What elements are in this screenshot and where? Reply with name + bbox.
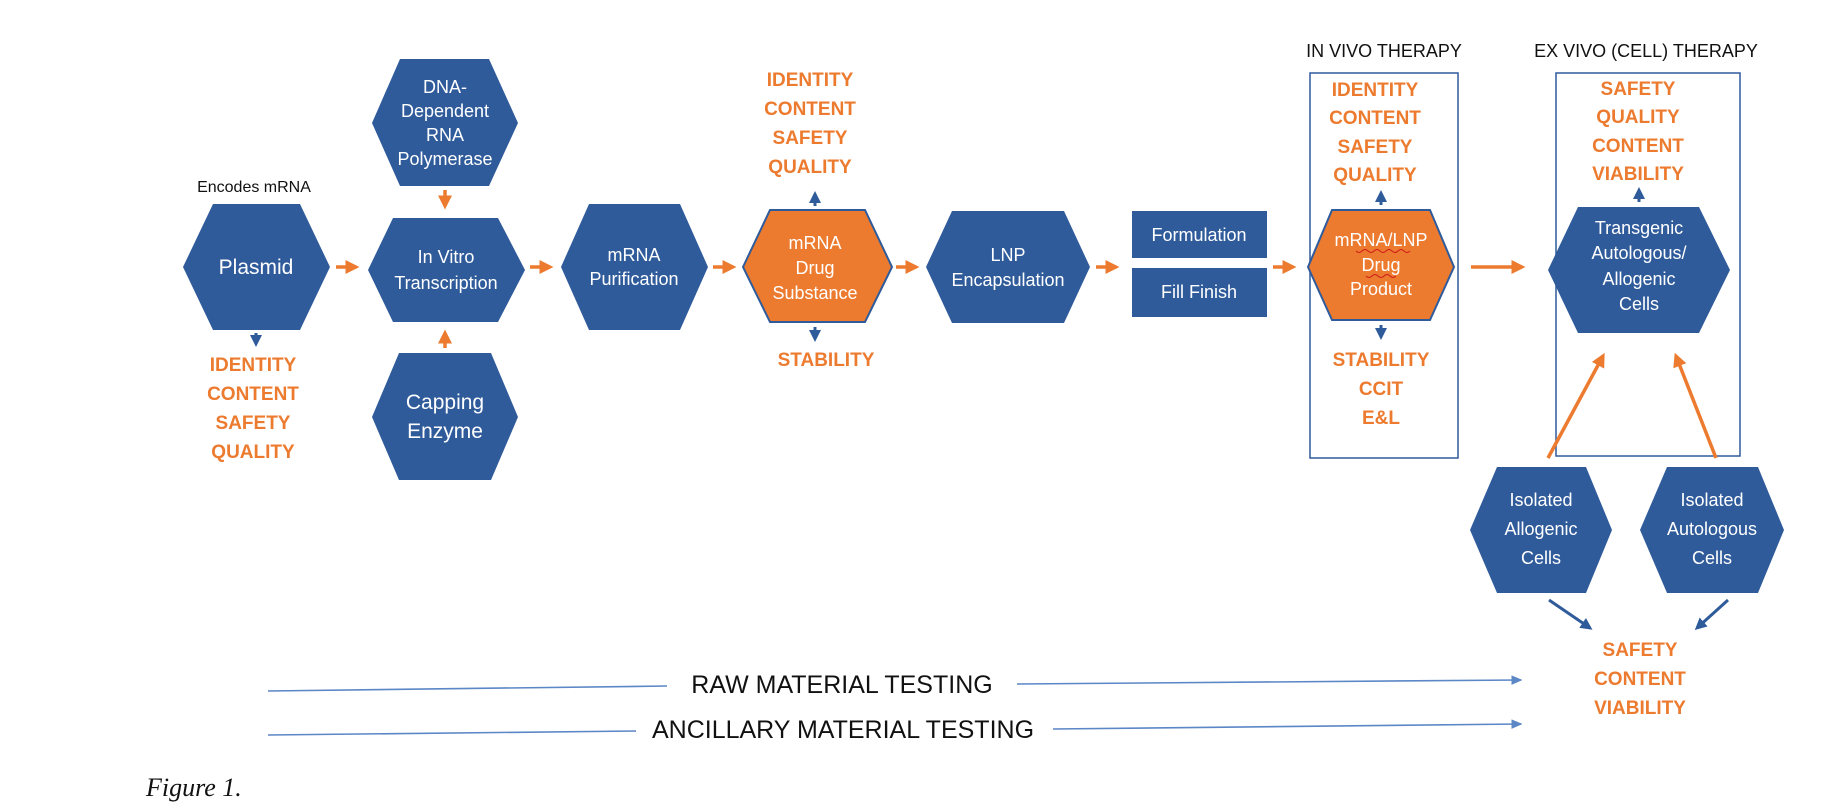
plasmid-test-4: QUALITY [211,442,295,463]
encodes-mrna-label: Encodes mRNA [197,179,311,196]
dna-polymerase-line2: Dependent [401,101,489,121]
substance-test-3: SAFETY [773,128,848,149]
in-vitro-transcription-node: In Vitro Transcription [368,218,525,322]
drug-product-line2: Drug [1361,255,1400,275]
drug-substance-tests-top: IDENTITY CONTENT SAFETY QUALITY [764,70,856,178]
lnp-encapsulation-node: LNP Encapsulation [926,211,1090,323]
allogenic-line2: Allogenic [1504,519,1577,539]
ancillary-material-testing-line: ANCILLARY MATERIAL TESTING [267,716,1523,744]
dna-polymerase-node: DNA- Dependent RNA Polymerase [372,59,518,186]
dna-polymerase-line3: RNA [426,125,464,145]
transgenic-line1: Transgenic [1595,218,1683,238]
cells-test-1: SAFETY [1601,79,1676,100]
plasmid-test-3: SAFETY [216,413,291,434]
substance-test-1: IDENTITY [767,70,854,91]
plasmid-node: Plasmid [183,204,330,330]
drug-substance-line1: mRNA [789,233,842,253]
allogenic-line1: Isolated [1509,490,1572,510]
arrow-autologous-tests [1694,598,1730,631]
purification-line1: mRNA [608,245,661,265]
fill-finish-box: Fill Finish [1132,268,1267,317]
spellcheck-underline [1355,249,1411,253]
arrow-allogenic-transgenic [1546,352,1605,459]
capping-enzyme-node: Capping Enzyme [372,353,518,480]
autologous-line3: Cells [1692,548,1732,568]
transgenic-line4: Cells [1619,294,1659,314]
autologous-line2: Autologous [1667,519,1757,539]
drug-substance-line3: Substance [772,283,857,303]
isolated-test-2: CONTENT [1594,669,1686,690]
substance-test-2: CONTENT [764,99,856,120]
fill-finish-label: Fill Finish [1161,282,1237,302]
drug-substance-tests-bottom: STABILITY [778,350,875,371]
lnp-line1: LNP [990,245,1025,265]
ancillary-line-left [267,730,637,736]
transgenic-line3: Allogenic [1602,269,1675,289]
drug-product-line3: Product [1350,279,1412,299]
purification-line2: Purification [589,269,678,289]
ivt-line1: In Vitro [418,247,475,267]
drug-product-line1: mRNA/LNP [1334,230,1427,250]
ex-vivo-therapy-label: EX VIVO (CELL) THERAPY [1534,41,1758,61]
formulation-label: Formulation [1151,225,1246,245]
product-test-4: QUALITY [1333,165,1417,186]
transgenic-cells-node: Transgenic Autologous/ Allogenic Cells [1548,207,1730,333]
drug-substance-line2: Drug [795,258,834,278]
drug-product-tests-bottom: STABILITY CCIT E&L [1333,350,1430,429]
plasmid-tests: IDENTITY CONTENT SAFETY QUALITY [207,355,299,463]
drug-product-tests-top: IDENTITY CONTENT SAFETY QUALITY [1329,80,1421,186]
product-test-2: CONTENT [1329,108,1421,129]
mrna-lnp-drug-product-node: mRNA/LNP Drug Product [1306,209,1456,321]
cells-test-2: QUALITY [1596,107,1680,128]
isolated-cells-tests: SAFETY CONTENT VIABILITY [1594,640,1686,719]
figure-caption: Figure 1. [145,773,242,802]
autologous-line1: Isolated [1680,490,1743,510]
raw-material-testing-label: RAW MATERIAL TESTING [691,671,992,699]
plasmid-test-2: CONTENT [207,384,299,405]
ancillary-material-testing-label: ANCILLARY MATERIAL TESTING [652,716,1034,744]
ancillary-line-right [1052,719,1523,730]
product-test-3: SAFETY [1338,137,1413,158]
product-test-ccit: CCIT [1359,379,1404,400]
isolated-autologous-node: Isolated Autologous Cells [1640,467,1784,593]
ivt-line2: Transcription [394,273,497,293]
dna-polymerase-line4: Polymerase [397,149,492,169]
cells-test-3: CONTENT [1592,136,1684,157]
plasmid-test-1: IDENTITY [210,355,297,376]
allogenic-line3: Cells [1521,548,1561,568]
mrna-drug-substance-node: mRNA Drug Substance [741,209,894,323]
raw-material-testing-line: RAW MATERIAL TESTING [267,671,1523,699]
cells-test-4: VIABILITY [1592,164,1684,185]
raw-line-left [267,685,668,692]
in-vivo-therapy-label: IN VIVO THERAPY [1306,41,1462,61]
mrna-purification-node: mRNA Purification [561,204,708,330]
raw-line-right [1016,675,1523,685]
lnp-line2: Encapsulation [951,270,1064,290]
spellcheck-underline-2 [1365,274,1397,278]
isolated-test-3: VIABILITY [1594,698,1686,719]
isolated-test-1: SAFETY [1603,640,1678,661]
transgenic-line2: Autologous/ [1591,243,1686,263]
product-test-1: IDENTITY [1332,80,1419,101]
isolated-allogenic-node: Isolated Allogenic Cells [1470,467,1612,593]
formulation-box: Formulation [1132,211,1267,258]
arrow-allogenic-tests [1548,598,1593,630]
product-test-stability: STABILITY [1333,350,1430,371]
capping-line2: Enzyme [407,420,483,443]
substance-test-4: QUALITY [768,157,852,178]
product-test-el: E&L [1362,408,1400,429]
dna-polymerase-line1: DNA- [423,77,467,97]
cells-tests-top: SAFETY QUALITY CONTENT VIABILITY [1592,79,1684,185]
substance-test-stability: STABILITY [778,350,875,371]
capping-line1: Capping [406,391,484,414]
arrow-autologous-transgenic [1673,352,1718,459]
plasmid-label: Plasmid [219,256,294,279]
